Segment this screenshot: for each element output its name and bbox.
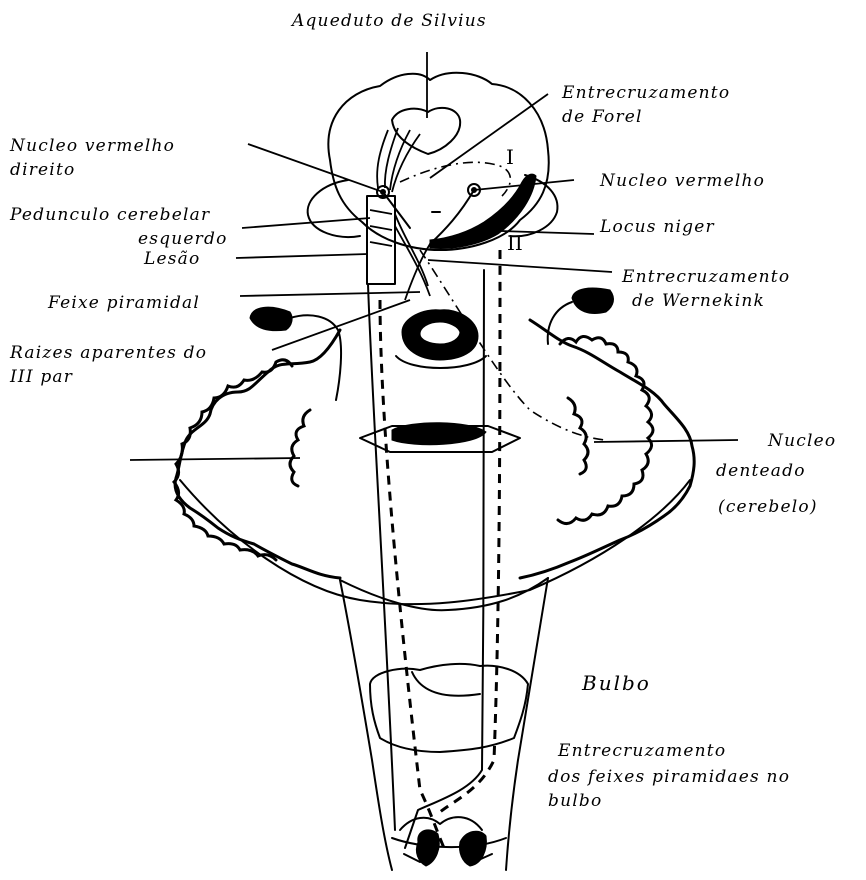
label-forel-line1: Entrecruzamento — [561, 83, 730, 103]
label-feixe-piramidal: Feixe piramidal — [47, 293, 200, 313]
label-bulbo-decussation-line2: dos feixes piramidaes no — [548, 767, 790, 787]
label-dentate-line2: denteado — [716, 461, 806, 481]
left-dentate-nucleus — [290, 410, 310, 486]
label-pedunculo-line1: Pedunculo cerebelar — [9, 205, 210, 225]
label-pedunculo-line2: esquerdo — [138, 229, 228, 249]
leader-lines — [130, 52, 738, 460]
label-raizes-line2: III par — [9, 367, 73, 387]
label-bulbo-decussation-line1: Entrecruzamento — [557, 741, 726, 761]
roman-i: I — [506, 145, 514, 169]
label-forel-line2: de Forel — [562, 107, 643, 127]
roman-ii: II — [507, 231, 523, 255]
cerebellum — [174, 288, 694, 604]
pyramid-decussation-right — [459, 831, 486, 866]
label-dentate-line1: Nucleo — [767, 431, 836, 451]
label-wernekink-line2: de Wernekink — [632, 291, 765, 311]
label-lesao: Lesão — [143, 249, 200, 269]
label-locus-niger: Locus niger — [599, 217, 715, 237]
right-dentate-nucleus — [568, 398, 588, 474]
label-red-nucleus: Nucleo vermelho — [599, 171, 765, 191]
label-red-nucleus-right-line1: Nucleo vermelho — [9, 136, 175, 156]
pyramid-decussation-left — [416, 830, 439, 866]
label-bulbo: Bulbo — [581, 671, 651, 695]
label-wernekink-line1: Entrecruzamento — [621, 267, 790, 287]
labels: Aqueduto de Silvius Entrecruzamento de F… — [9, 11, 836, 811]
label-red-nucleus-right-line2: direito — [10, 160, 75, 180]
label-dentate-line3: (cerebelo) — [718, 497, 818, 517]
medulla-bulbo — [340, 578, 548, 870]
label-raizes-line1: Raizes aparentes do — [9, 343, 207, 363]
label-aqueduto: Aqueduto de Silvius — [290, 11, 487, 31]
pons-nucleus-upper — [402, 310, 478, 360]
label-bulbo-decussation-line3: bulbo — [548, 791, 602, 811]
